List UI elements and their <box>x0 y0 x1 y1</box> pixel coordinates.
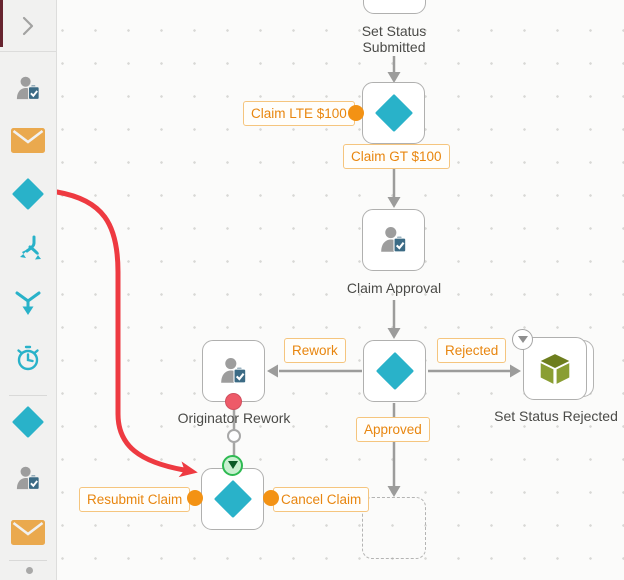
line-label-rejected[interactable]: Rejected <box>437 338 507 363</box>
line-label-cancel-claim[interactable]: Cancel Claim <box>273 487 370 512</box>
connection-handle[interactable] <box>187 490 203 506</box>
node-set-status-rejected[interactable] <box>523 337 587 400</box>
drop-anchor[interactable] <box>222 455 243 476</box>
tool-decision[interactable] <box>8 405 48 439</box>
connection-point[interactable] <box>227 429 241 443</box>
decision-diamond-icon <box>376 352 413 390</box>
email-icon <box>11 519 45 545</box>
email-icon <box>11 127 45 153</box>
triangle-down-icon <box>227 461 238 469</box>
tool-email[interactable] <box>8 515 48 549</box>
decision-diamond-icon <box>375 94 412 132</box>
user-task-icon <box>380 226 406 253</box>
decision-diamond-icon <box>12 178 44 210</box>
connection-handle[interactable] <box>263 490 279 506</box>
timer-icon <box>17 345 39 371</box>
node-caption: Originator Rework <box>177 410 291 426</box>
chevron-right-icon <box>22 16 34 35</box>
line-label-rework[interactable]: Rework <box>284 338 346 363</box>
toolbox-sidebar <box>0 0 57 580</box>
node-caption: Set Status Rejected <box>494 408 618 424</box>
split-arrows-icon <box>20 235 41 260</box>
placeholder-drop-target[interactable] <box>362 497 426 559</box>
tool-user-task[interactable] <box>8 71 48 105</box>
sidebar-scroll-dot[interactable] <box>26 567 33 574</box>
tool-user-task[interactable] <box>8 461 48 495</box>
line-label-approved[interactable]: Approved <box>356 417 430 442</box>
tool-split[interactable] <box>8 232 48 266</box>
tool-email[interactable] <box>8 123 48 157</box>
connection-handle[interactable] <box>348 105 364 121</box>
decision-diamond-icon <box>214 480 251 518</box>
node-claim-amount-decision[interactable] <box>362 82 425 144</box>
line-label-resubmit-claim[interactable]: Resubmit Claim <box>79 487 191 512</box>
tool-merge[interactable] <box>8 286 48 320</box>
node-originator-rework[interactable] <box>202 340 265 402</box>
chevron-down-icon <box>517 335 528 343</box>
tool-timer[interactable] <box>8 341 48 375</box>
line-label-claim-gt[interactable]: Claim GT $100 <box>343 144 450 169</box>
user-task-icon <box>220 357 246 384</box>
sidebar-divider <box>9 395 47 396</box>
cube-icon <box>378 0 412 3</box>
node-set-status-submitted[interactable] <box>363 0 426 14</box>
sidebar-divider <box>9 560 47 561</box>
tool-decision[interactable] <box>8 177 48 211</box>
cube-icon <box>540 353 570 384</box>
error-indicator-dot[interactable] <box>225 393 242 410</box>
node-claim-approval[interactable] <box>362 209 425 271</box>
node-menu-toggle[interactable] <box>512 329 533 350</box>
user-task-icon <box>16 466 40 490</box>
line-label-claim-lte[interactable]: Claim LTE $100 <box>243 101 355 126</box>
merge-arrow-icon <box>15 291 41 315</box>
user-task-icon <box>16 76 40 100</box>
node-resubmit-decision[interactable] <box>201 468 264 530</box>
window-accent-strip <box>0 0 3 47</box>
node-approval-decision[interactable] <box>363 340 426 402</box>
decision-diamond-icon <box>12 406 44 438</box>
node-caption: Claim Approval <box>346 280 442 296</box>
node-caption: Set Status Submitted <box>361 23 427 56</box>
sidebar-expand-button[interactable] <box>0 0 56 52</box>
